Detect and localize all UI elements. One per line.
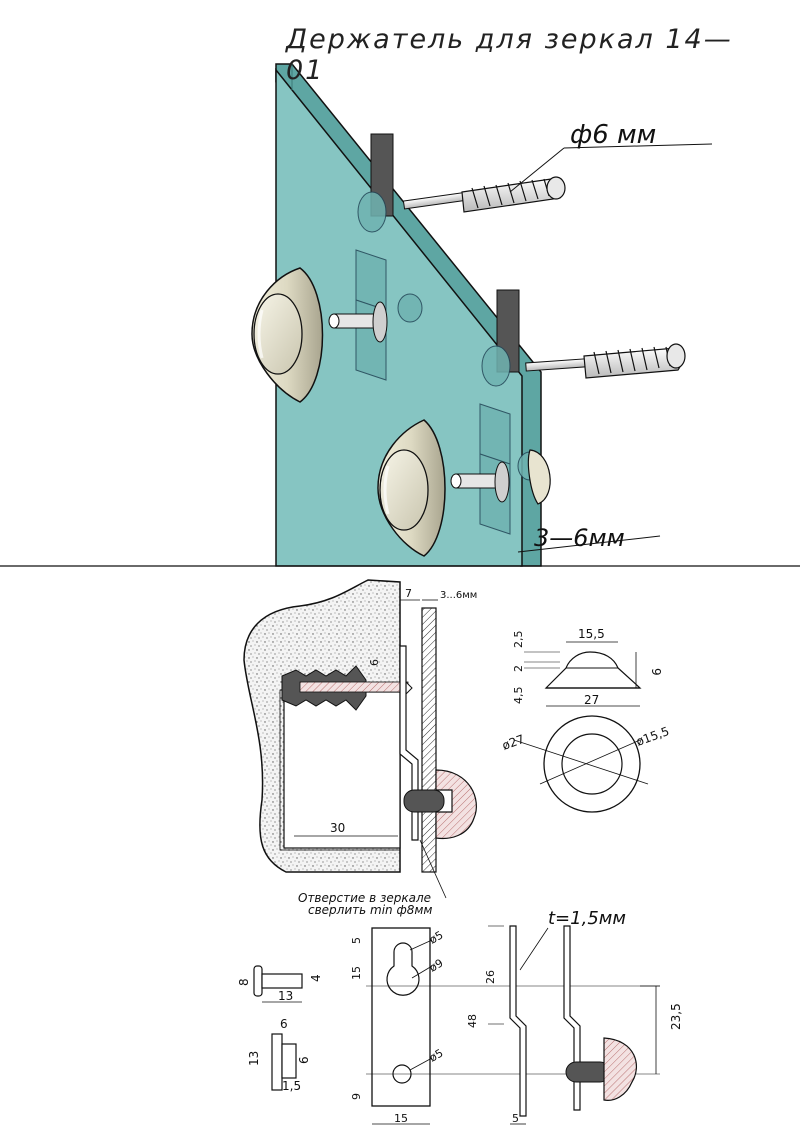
pin-lower-3d	[450, 461, 510, 503]
dim-depth-30: 30	[330, 821, 345, 835]
callout-glass-thickness: 3—6мм	[534, 524, 625, 552]
pin-detail-a: 13 8 4	[237, 965, 323, 1003]
dim-offset-7: 7	[405, 587, 412, 600]
glass-section	[421, 607, 437, 873]
cap-detail: 15,5 27 9 2,5 2 4,5 ø27 ø15,5	[500, 627, 671, 813]
pin-section	[403, 789, 445, 813]
dim-bracket-48: 48	[466, 1014, 479, 1028]
drawing-title: Держатель для зеркал 14—01	[286, 24, 733, 86]
dim-cap-27: 27	[584, 693, 599, 707]
dim-bracket-9: 9	[350, 1093, 363, 1100]
dim-cap-2-5: 2,5	[512, 631, 525, 649]
note-drill-line1: Отверстие в зеркале	[298, 891, 431, 905]
dim-profile-23-5: 23,5	[669, 1003, 683, 1030]
dim-profile-26: 26	[484, 970, 497, 984]
dim-pinb-1-5: 1,5	[282, 1079, 301, 1093]
dim-cap-2: 2	[512, 665, 525, 672]
cap-edge-3d	[527, 449, 551, 505]
bracket-assembly-profile: 23,5 t=1,5мм	[519, 908, 683, 1111]
pin-upper-3d	[328, 301, 388, 343]
screw-lower	[525, 343, 686, 379]
dia-bracket-9: ø9	[427, 956, 445, 974]
thickness-label: t=1,5мм	[548, 908, 626, 929]
dim-cap-9: 9	[649, 668, 663, 676]
dim-bracket-width-15: 15	[394, 1112, 408, 1125]
dim-pinb-13: 13	[247, 1051, 261, 1066]
dim-screw-6: 6	[368, 659, 381, 666]
dim-pin-4: 4	[309, 974, 323, 982]
isometric-view: ф6 мм 3—6мм	[251, 63, 713, 567]
dia-cap-27: ø27	[500, 732, 526, 753]
cap-upper-3d	[251, 267, 324, 403]
dim-profile-5: 5	[512, 1112, 519, 1125]
callout-screw-diameter: ф6 мм	[570, 120, 656, 150]
keyhole-slot	[386, 942, 420, 996]
dia-bracket-5-top: ø5	[427, 928, 445, 946]
section-view: 7 3...6мм 6 30 Отверстие в зеркале сверл…	[243, 579, 477, 917]
dim-bracket-5: 5	[350, 937, 363, 944]
callout-leader-glass	[517, 535, 661, 553]
dim-cap-4-5: 4,5	[512, 687, 525, 705]
note-drill-line2: сверлить min ф8мм	[308, 903, 432, 917]
cap-lower-3d	[377, 419, 446, 557]
dia-cap-15-5: ø15,5	[634, 724, 671, 749]
bracket-side-profile: 26 5	[484, 925, 527, 1125]
dim-cap-15-5: 15,5	[578, 627, 605, 641]
dim-pin-13: 13	[278, 989, 293, 1003]
dia-bracket-5-bottom: ø5	[427, 1046, 445, 1064]
dim-pinb-6-top: 6	[280, 1017, 288, 1031]
bracket-detail: 5 15 48 9 15 ø5 ø9 ø5	[350, 927, 660, 1125]
screw-upper	[402, 176, 566, 213]
dim-pinb-6: 6	[297, 1056, 311, 1064]
dim-glass-thickness: 3...6мм	[440, 590, 477, 601]
cap-top-inner	[561, 733, 623, 795]
cap-profile	[544, 651, 642, 689]
dim-pin-8: 8	[237, 978, 251, 986]
dim-bracket-15: 15	[350, 966, 363, 980]
pin-detail-b: 6 13 6 1,5	[247, 1017, 311, 1093]
cap-section	[435, 769, 477, 840]
callout-leader-screw	[509, 147, 565, 193]
